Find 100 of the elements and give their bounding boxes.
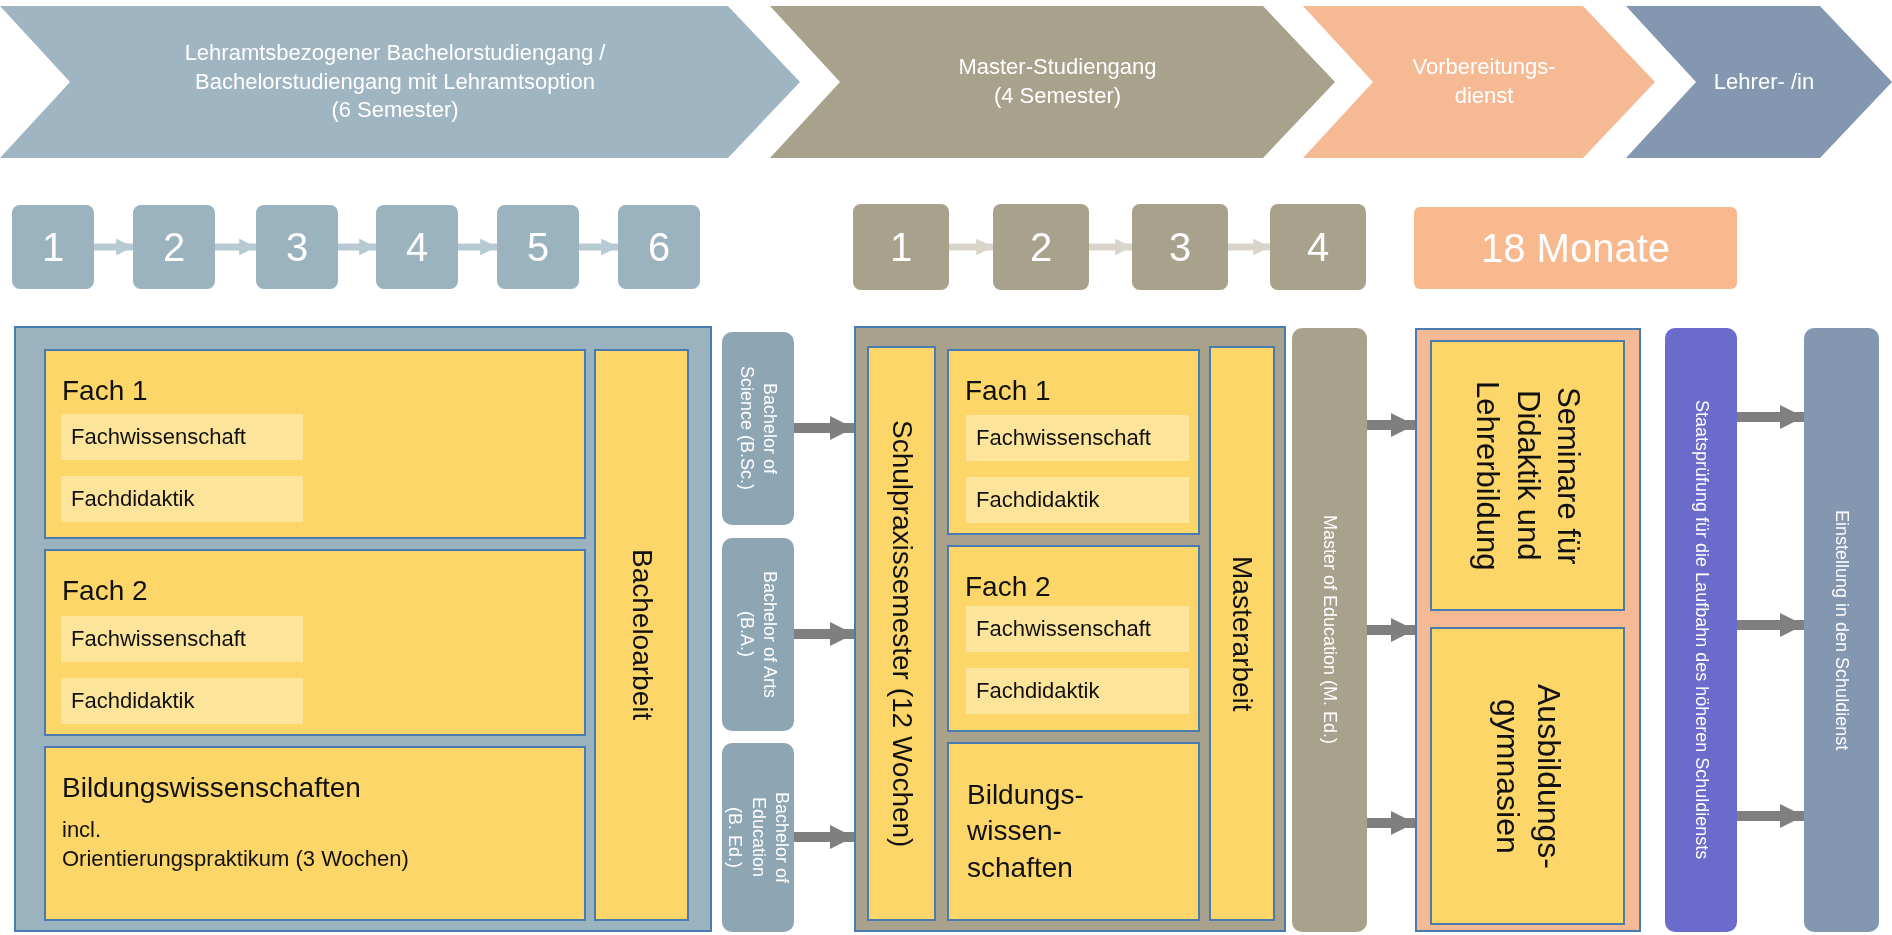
semester-box (1270, 204, 1366, 290)
training-label: Seminare für Didaktik und Lehrerbildung (1469, 379, 1587, 573)
degree-box (722, 743, 794, 932)
module-box (966, 668, 1189, 714)
arrow (579, 238, 618, 256)
practice-label: Schulpraxissemester (12 Wochen) (885, 419, 919, 848)
module-label: Fachdidaktik (976, 676, 1100, 705)
module-label: Fachdidaktik (976, 485, 1100, 514)
phase-panel (14, 326, 712, 932)
arrow (1367, 618, 1415, 642)
practice-box (867, 346, 936, 921)
module-box (947, 742, 1200, 921)
subject-box (44, 549, 586, 736)
semester-box (376, 205, 458, 289)
module-note: Orientierungspraktikum (3 Wochen) (62, 845, 409, 873)
degree-box (722, 538, 794, 731)
arrow (1737, 613, 1804, 637)
semester-box (853, 204, 949, 290)
arrow (794, 825, 854, 849)
stage-title: Lehramtsbezogener Bachelorstudiengang / Bachelorstudiengang mit Lehramtsoption (183, 39, 607, 96)
arrow (949, 238, 993, 256)
arrow (94, 238, 133, 256)
module-heading: Bildungswissenschaften (62, 771, 361, 805)
degree-box (722, 332, 794, 525)
arrow (794, 622, 854, 646)
subject-heading: Fach 1 (965, 374, 1051, 408)
exam-label: Staatsprüfung für die Laufbahn des höheren Schuldiensts (1690, 400, 1713, 860)
semester-box (1132, 204, 1228, 290)
degree-box (1292, 328, 1367, 932)
module-heading: Bildungs- wissen- schaften (967, 777, 1085, 885)
semester-number: 1 (889, 224, 913, 271)
module-box (44, 746, 586, 921)
arrow (1089, 238, 1132, 256)
semester-number: 4 (1306, 224, 1330, 271)
module-box (61, 476, 303, 522)
degree-label: Bachelor of Education (B. Ed.) (724, 790, 794, 886)
module-label: Fachwissenschaft (976, 423, 1151, 452)
semester-box (256, 205, 338, 289)
arrow (1737, 804, 1804, 828)
phase-panel (854, 326, 1286, 932)
semester-number: 3 (285, 224, 309, 271)
degree-label: Bachelor of Science (B.Sc.) (736, 365, 782, 493)
arrow (1367, 811, 1415, 835)
module-label: Fachdidaktik (71, 484, 195, 513)
semester-number: 5 (526, 224, 550, 271)
module-label: Fachwissenschaft (71, 624, 246, 653)
duration-label: 18 Monate (1481, 225, 1670, 272)
semester-box (618, 205, 700, 289)
arrow (1228, 238, 1270, 256)
subject-box (947, 545, 1200, 732)
arrow (1367, 413, 1415, 437)
exam-box (1665, 328, 1737, 932)
module-label: Fachwissenschaft (976, 614, 1151, 643)
subject-heading: Fach 2 (62, 574, 148, 608)
semester-number: 2 (1029, 224, 1053, 271)
semester-number: 6 (647, 224, 671, 271)
stage-title: Master-Studiengang (958, 53, 1157, 82)
degree-label: Bachelor of Arts (B.A.) (736, 569, 782, 701)
thesis-box (1209, 346, 1275, 921)
stage-title: (4 Semester) (993, 82, 1122, 110)
stage-title: Lehrer- /in (1713, 67, 1815, 96)
phase-panel (1415, 328, 1641, 932)
module-box (966, 477, 1189, 523)
arrow (1737, 405, 1804, 429)
module-box (966, 415, 1189, 461)
semester-number: 2 (162, 224, 186, 271)
module-box (61, 414, 303, 460)
arrow (338, 238, 376, 256)
training-label: Ausbildungs- gymnasien (1488, 682, 1569, 871)
employment-box (1804, 328, 1879, 932)
arrow (794, 416, 854, 440)
semester-number: 4 (405, 224, 429, 271)
arrow (215, 238, 256, 256)
subject-box (44, 349, 586, 539)
training-box (1430, 627, 1625, 925)
thesis-box (594, 349, 689, 921)
subject-heading: Fach 2 (965, 570, 1051, 604)
stage-title: Vorbereitungs- dienst (1411, 53, 1557, 110)
semester-number: 3 (1168, 224, 1192, 271)
semester-box (133, 205, 215, 289)
stage-title: (6 Semester) (331, 96, 459, 125)
thesis-label: Masterarbeit (1226, 555, 1260, 712)
module-label: Fachdidaktik (71, 686, 195, 715)
employment-label: Einstellung in den Schuldienst (1831, 509, 1854, 751)
subject-box (947, 349, 1200, 535)
semester-number: 1 (41, 224, 65, 271)
module-box (61, 616, 303, 662)
semester-box (993, 204, 1089, 290)
module-box (61, 678, 303, 724)
semester-box (12, 205, 94, 289)
subject-heading: Fach 1 (62, 374, 148, 408)
module-note: incl. (62, 816, 102, 845)
module-label: Fachwissenschaft (71, 422, 246, 451)
thesis-label: Bacheloarbeit (625, 549, 659, 721)
arrow (458, 238, 497, 256)
module-box (966, 606, 1189, 652)
duration-box (1414, 207, 1737, 289)
degree-label: Master of Education (M. Ed.) (1319, 515, 1342, 745)
training-box (1430, 340, 1625, 611)
semester-box (497, 205, 579, 289)
